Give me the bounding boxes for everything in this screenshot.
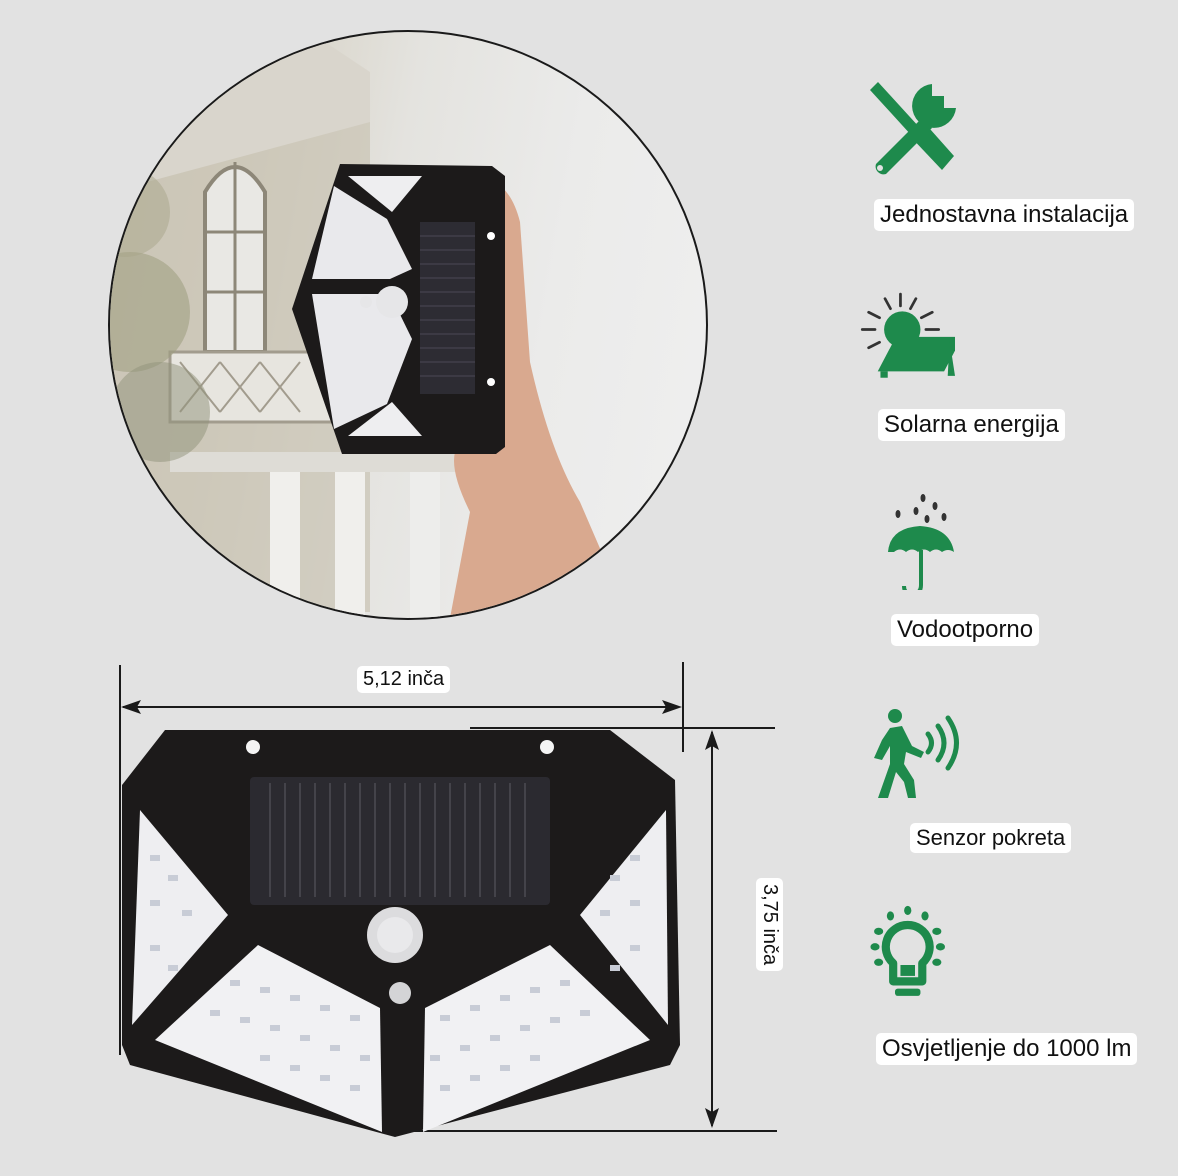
feature-label-motion-sensor: Senzor pokreta bbox=[910, 823, 1072, 853]
width-dimension-right-line bbox=[682, 662, 684, 752]
umbrella-rain-icon bbox=[888, 494, 954, 590]
feature-label-solar-energy: Solarna energija bbox=[878, 409, 1065, 441]
solar-panel-sun-icon bbox=[860, 292, 955, 378]
product-front-view bbox=[122, 730, 680, 1137]
height-dimension-label: 3,75 inča bbox=[756, 878, 783, 972]
lightbulb-icon bbox=[870, 905, 945, 996]
motion-sensor-person-icon bbox=[874, 709, 959, 798]
lifestyle-photo-circle bbox=[108, 30, 708, 620]
width-dimension-label: 5,12 inča bbox=[357, 666, 451, 693]
width-dimension-left-line bbox=[119, 665, 121, 1055]
feature-label-waterproof: Vodootporno bbox=[891, 614, 1040, 646]
width-dimension-arrow bbox=[121, 700, 682, 714]
feature-label-lighting: Osvjetljenje do 1000 lm bbox=[876, 1033, 1138, 1065]
house-and-hand-illustration bbox=[110, 32, 630, 618]
height-dimension-top-line bbox=[470, 727, 775, 729]
wrench-screwdriver-icon bbox=[870, 82, 956, 175]
height-dimension-bottom-line bbox=[385, 1130, 777, 1132]
height-dimension-arrow bbox=[705, 730, 719, 1128]
feature-label-easy-installation: Jednostavna instalacija bbox=[874, 199, 1135, 231]
